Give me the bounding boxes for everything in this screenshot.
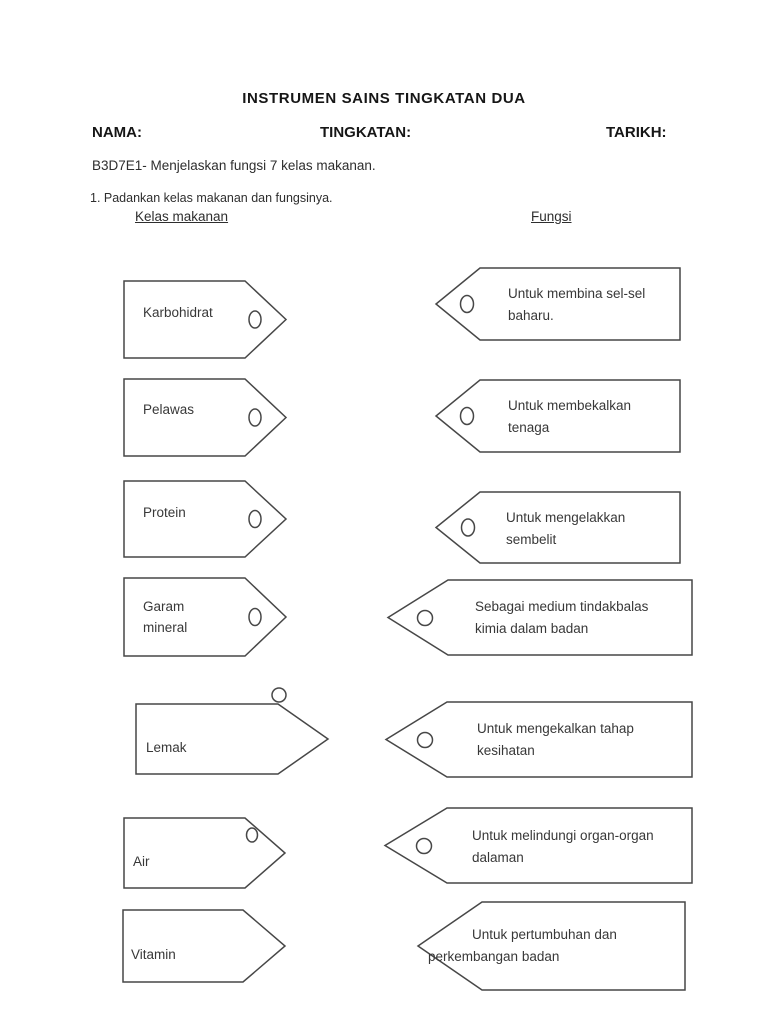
answer-hole-icon	[459, 406, 475, 426]
tag-outline	[386, 579, 693, 656]
food-tag-shape-garam-mineral	[123, 577, 288, 657]
tag-outline	[123, 817, 287, 889]
answer-hole-icon	[271, 687, 287, 703]
food-tag-shape-pelawas	[123, 378, 288, 457]
food-tag-shape-air	[123, 817, 287, 889]
answer-hole-icon	[248, 408, 262, 427]
tag-outline	[434, 379, 681, 453]
function-tag-shape-6	[383, 807, 693, 884]
function-label: Untuk membina sel-sel baharu.	[508, 286, 646, 323]
function-label: Sebagai medium tindakbalas kimia dalam b…	[475, 599, 649, 636]
tag-outline	[434, 491, 681, 564]
instruction-text: 1. Padankan kelas makanan dan fungsinya.	[90, 191, 333, 205]
food-label: Protein	[143, 505, 186, 520]
tag-outline	[135, 703, 330, 775]
tag-outline	[434, 267, 681, 341]
tag-outline	[122, 909, 287, 983]
page-title: INSTRUMEN SAINS TINGKATAN DUA	[242, 90, 526, 107]
answer-hole-icon	[245, 827, 259, 843]
food-tag-shape-karbohidrat	[123, 280, 288, 359]
tag-outline	[123, 378, 288, 457]
column-header-functions: Fungsi	[531, 209, 572, 224]
objective-text: B3D7E1- Menjelaskan fungsi 7 kelas makan…	[92, 158, 376, 173]
tag-outline	[383, 807, 693, 884]
date-field-label: TARIKH:	[606, 124, 667, 141]
food-tag-shape-protein	[123, 480, 288, 558]
function-label: Untuk melindungi organ-organ dalaman	[472, 828, 654, 865]
answer-hole-icon	[415, 837, 433, 855]
function-tag-shape-5	[384, 701, 693, 778]
answer-hole-icon	[416, 609, 434, 627]
food-label: Garam mineral	[143, 599, 188, 635]
function-tag-shape-7	[416, 901, 686, 991]
tag-outline	[384, 701, 693, 778]
tag-outline	[123, 577, 288, 657]
answer-hole-icon	[248, 310, 262, 329]
tag-outline	[123, 480, 288, 558]
function-label: Untuk mengekalkan tahap kesihatan	[477, 721, 634, 758]
food-label: Pelawas	[143, 402, 195, 417]
answer-hole-icon	[248, 509, 262, 529]
function-tag-shape-1	[434, 267, 681, 341]
function-tag-shape-3	[434, 491, 681, 564]
form-field-label: TINGKATAN:	[320, 124, 412, 141]
column-header-food-classes: Kelas makanan	[135, 209, 229, 224]
food-label: Air	[133, 854, 150, 869]
answer-hole-icon	[459, 294, 475, 314]
function-tag-shape-4	[386, 579, 693, 656]
answer-hole-icon	[416, 731, 434, 749]
function-label: Untuk mengelakkan sembelit	[506, 510, 626, 547]
tag-outline	[416, 901, 686, 991]
food-label: Karbohidrat	[143, 305, 213, 320]
food-tag-shape-vitamin	[122, 909, 287, 983]
function-label: Untuk pertumbuhan dan perkembangan badan	[428, 927, 617, 964]
food-label: Lemak	[146, 740, 187, 755]
function-tag-shape-2	[434, 379, 681, 453]
tag-outline	[123, 280, 288, 359]
food-label: Vitamin	[131, 947, 176, 962]
food-tag-shape-lemak	[135, 687, 330, 775]
name-field-label: NAMA:	[92, 124, 142, 141]
answer-hole-icon	[460, 518, 476, 537]
function-label: Untuk membekalkan tenaga	[508, 398, 632, 435]
answer-hole-icon	[248, 607, 262, 627]
